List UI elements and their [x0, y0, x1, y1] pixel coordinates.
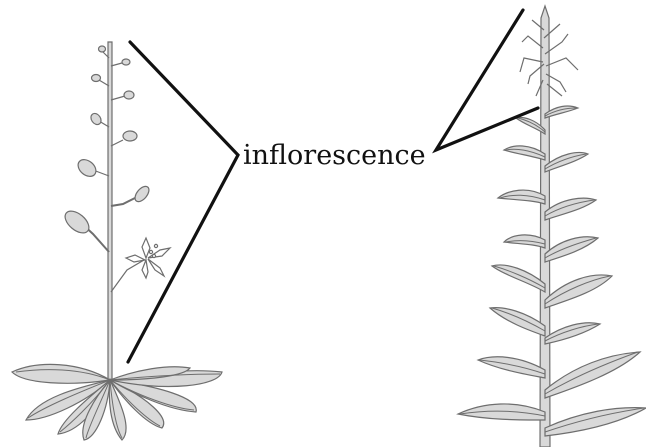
right-plant-stem: [539, 4, 551, 447]
right-plant-inflorescence: [519, 19, 579, 97]
inflorescence-label: inflorescence: [243, 140, 426, 171]
left-plant-flower: [124, 236, 172, 280]
left-pointer-line: [126, 40, 240, 364]
right-pointer-line: [432, 8, 540, 154]
right-plant-stem-leaves: [456, 105, 646, 437]
left-plant: [10, 41, 223, 441]
left-plant-rosette: [10, 363, 223, 441]
pointer-lines: [126, 8, 540, 364]
left-plant-stem: [107, 41, 113, 383]
right-plant: [456, 4, 646, 447]
left-plant-inflorescence: [64, 45, 150, 293]
